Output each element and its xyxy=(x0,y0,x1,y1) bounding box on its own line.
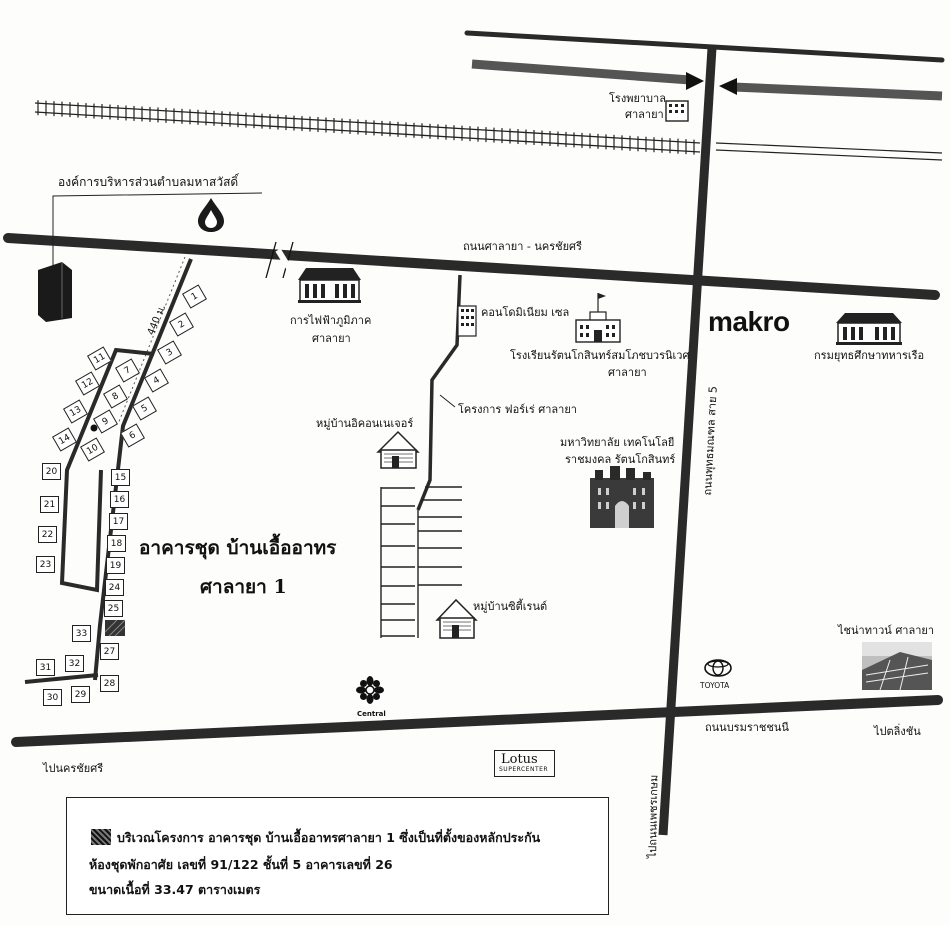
label-village-city: หมู่บ้านซิตี้เรนต์ xyxy=(473,600,548,613)
plot-30: 30 xyxy=(43,689,62,706)
plot-21: 21 xyxy=(40,496,59,513)
project-location-marker xyxy=(104,619,126,637)
plot-15: 15 xyxy=(111,469,130,486)
legend-line-3: ขนาดเนื้อที่ 33.47 ตารางเมตร xyxy=(89,882,261,897)
plot-19: 19 xyxy=(106,557,125,574)
project-title-line2: ศาลายา 1 xyxy=(200,576,287,598)
plot-29: 29 xyxy=(71,686,90,703)
railway-east-2 xyxy=(715,149,943,161)
label-makro: makro xyxy=(708,306,790,337)
toyota-logo-icon xyxy=(704,659,732,677)
road-label-to-talingchan: ไปตลิ่งชัน xyxy=(874,725,921,738)
project-inner-loop xyxy=(59,347,155,593)
house-icon-nature-village xyxy=(376,430,420,469)
plot-27: 27 xyxy=(100,643,119,660)
lotus-logo-sub: SUPERCENTER xyxy=(499,766,549,773)
label-pea-2: ศาลายา xyxy=(312,332,351,345)
plot-33: 33 xyxy=(72,625,91,642)
legend-line-1: บริเวณโครงการ อาคารชุด บ้านเอื้ออาทรศาลา… xyxy=(117,830,541,845)
arrow-road-right xyxy=(719,78,943,101)
label-school-1: โรงเรียนรัตนโกสินทร์สมโภชบวรนิเวศ xyxy=(510,349,690,362)
lotus-logo: Lotus SUPERCENTER xyxy=(494,750,555,777)
plot-20: 20 xyxy=(42,463,61,480)
road-break-mark xyxy=(265,241,294,279)
chinatown-photo xyxy=(862,642,932,691)
road-top xyxy=(464,30,945,63)
label-navy-dept: กรมยุทธศึกษาทหารเรือ xyxy=(814,349,925,362)
plot-24: 24 xyxy=(105,579,124,596)
road-label-salaya-nakhonchaisi: ถนนศาลายา - นครชัยศรี xyxy=(463,240,582,253)
project-title-line1: อาคารชุด บ้านเอื้ออาทร xyxy=(139,537,337,559)
legend-hatch-swatch xyxy=(91,829,111,845)
road-borommaratchachonnani xyxy=(11,695,943,747)
arrow-road-left xyxy=(471,59,704,90)
legend-box: บริเวณโครงการ อาคารชุด บ้านเอื้ออาทรศาลา… xyxy=(66,797,609,915)
road-label-to-phetkasem: ไปถนนเพชรเกษม xyxy=(645,774,661,859)
label-sao: องค์การบริหารส่วนตำบลมหาสวัสดิ์ xyxy=(58,175,239,189)
central-logo-icon xyxy=(356,676,384,704)
sao-building-icon xyxy=(38,262,72,322)
lotus-logo-main: Lotus xyxy=(501,752,538,767)
plot-25: 25 xyxy=(104,600,123,617)
label-forest-project: โครงการ ฟอร์เร่ ศาลายา xyxy=(458,403,577,416)
hospital-building-icon xyxy=(665,100,689,122)
label-school-2: ศาลายา xyxy=(608,366,647,379)
road-salaya-nakhonchaisi xyxy=(3,233,940,300)
plot-22: 22 xyxy=(38,526,57,543)
navy-building-icon xyxy=(836,313,902,345)
legend-line-2: ห้องชุดพักอาศัย เลขที่ 91/122 ชั้นที่ 5 … xyxy=(89,857,393,872)
label-chinatown: ไชน่าทาวน์ ศาลายา xyxy=(838,624,935,637)
label-hospital-2: ศาลายา xyxy=(625,108,664,121)
road-phutthamonthon-5 xyxy=(658,47,717,836)
label-condo: คอนโดมิเนียม เซล xyxy=(481,306,570,319)
university-building-icon xyxy=(590,466,654,528)
plot-31: 31 xyxy=(36,659,55,676)
road-label-to-nakhonchaisi: ไปนครชัยศรี xyxy=(43,762,104,775)
road-label-borommaratchachonnani: ถนนบรมราชชนนี xyxy=(705,721,789,734)
pea-building-icon xyxy=(298,268,361,303)
condo-building-icon xyxy=(457,305,477,337)
label-village-icon: หมู่บ้านอิคอนเนเจอร์ xyxy=(316,417,414,430)
school-building-icon xyxy=(575,293,621,343)
label-toyota: TOYOTA xyxy=(700,681,730,690)
plot-18: 18 xyxy=(107,535,126,552)
plot-23: 23 xyxy=(36,556,55,573)
label-university-2: ราชมงคล รัตนโกสินทร์ xyxy=(565,453,676,466)
label-hospital-1: โรงพยาบาล xyxy=(609,92,666,105)
project-dot xyxy=(90,424,98,432)
sao-logo-icon xyxy=(198,198,224,232)
plot-32: 32 xyxy=(65,655,84,672)
plot-28: 28 xyxy=(100,675,119,692)
house-icon-city-village xyxy=(435,598,478,639)
label-pea-1: การไฟฟ้าภูมิภาค xyxy=(290,314,372,327)
plot-17: 17 xyxy=(109,513,128,530)
railway-east-1 xyxy=(715,142,943,154)
label-university-1: มหาวิทยาลัย เทคโนโลยี xyxy=(560,436,675,449)
label-central: Central xyxy=(357,710,386,718)
plot-16: 16 xyxy=(110,491,129,508)
railway xyxy=(34,100,701,155)
leader-lines xyxy=(52,192,456,408)
